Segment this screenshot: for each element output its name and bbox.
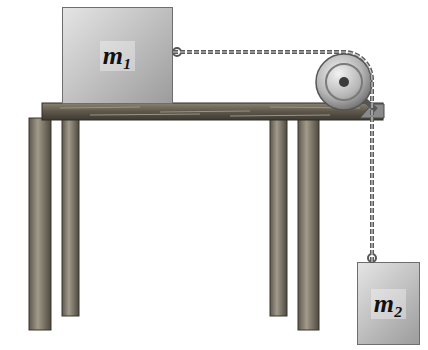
hanging-mass: m₂ [357, 262, 420, 345]
hook [368, 254, 376, 262]
table-leg [298, 118, 319, 330]
mass-label: m₂ [371, 289, 406, 319]
pulley-wheel [316, 54, 372, 110]
pulley-axle [339, 77, 349, 87]
pulley-groove [326, 64, 362, 100]
wood-grain [60, 107, 360, 116]
table-leg [29, 118, 51, 330]
table-leg [270, 118, 287, 316]
hook [173, 48, 181, 56]
chain-links [173, 52, 372, 262]
mass-block: m₁ [62, 7, 173, 104]
chain [173, 52, 372, 262]
mass-label: m₁ [100, 41, 135, 71]
table-leg [62, 118, 79, 316]
chain-highlight [173, 52, 372, 262]
